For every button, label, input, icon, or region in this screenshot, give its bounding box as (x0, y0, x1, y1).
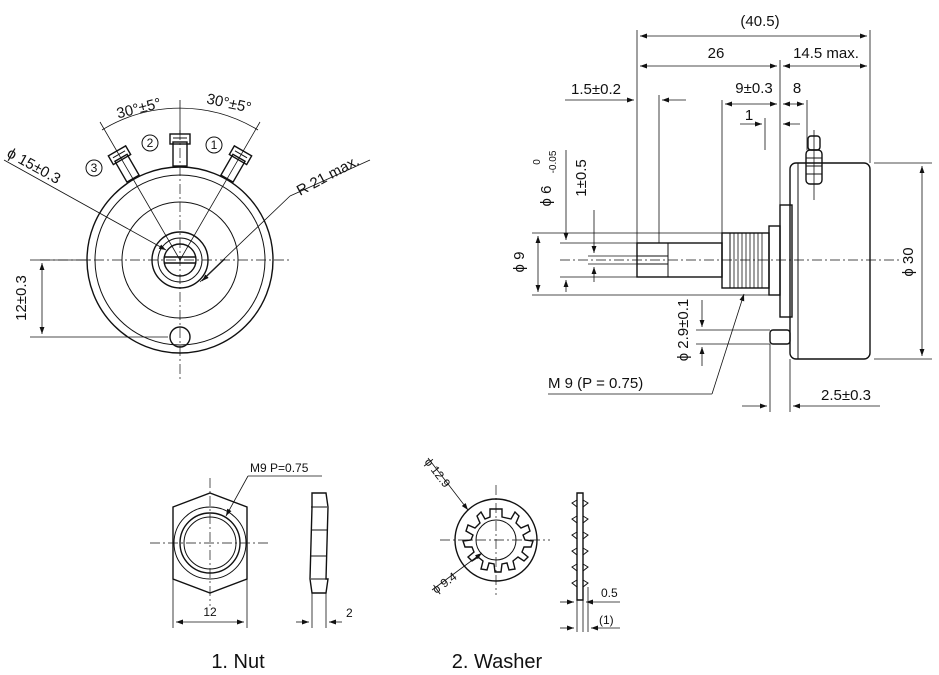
slot-depth-label: 1±0.5 (573, 159, 590, 196)
washer-side (576, 492, 584, 601)
angle-ext-right (179, 121, 261, 261)
angle-left-label: 30°±5° (115, 95, 163, 122)
terminal-3-badge (85, 159, 103, 177)
front-shaft (163, 243, 197, 277)
angle-right-label: 30°±5° (205, 91, 253, 117)
terminal-1-label: 1 (211, 138, 218, 152)
flange (768, 225, 781, 296)
shaft-length-label: 26 (708, 45, 725, 62)
front-bushing (151, 231, 209, 289)
washer-inner (475, 519, 517, 561)
front-body-circle (121, 201, 239, 319)
nut-width-label: 12 (203, 605, 217, 619)
nut-bore (179, 512, 241, 574)
hole-offset-label: 12±0.3 (13, 275, 30, 321)
dia15-leader (3, 159, 167, 251)
washer-thickness-label: 0.5 (601, 586, 618, 600)
washer-outer (454, 498, 538, 582)
body-length-label: 14.5 max. (793, 45, 859, 62)
stop-pin (769, 329, 791, 345)
slot-width-label: 1.5±0.2 (571, 81, 621, 98)
side-view: (40.5) 26 14.5 max. 1.5±0.2 9±0.3 8 1 ϕ … (511, 13, 932, 412)
shaft-tol-lower: -0.05 (548, 150, 559, 173)
washer-inner-leader (431, 552, 483, 591)
nut-thread-leader (225, 475, 249, 517)
nut-caption: 1. Nut (211, 651, 265, 673)
bushing-dia-label: ϕ 9 (511, 252, 528, 273)
front-thread (157, 237, 203, 283)
nut-view: M9 P=0.75 12 2 1. Nut (150, 461, 353, 673)
terminal-2 (169, 133, 191, 167)
r21-arrow (201, 258, 226, 282)
angle-ext-left (99, 121, 181, 261)
dia15-label: ϕ 15±0.3 (4, 145, 63, 188)
front-inner-rim (94, 174, 266, 346)
shoulder-label: 1 (745, 107, 753, 124)
shaft-tol-upper: 0 (532, 159, 543, 165)
housing (789, 162, 871, 360)
body-depth-label: 8 (793, 80, 801, 97)
thread-leader (711, 293, 745, 395)
nut-side (309, 492, 329, 594)
washer-outer-leader (427, 457, 469, 511)
r21-shelf (289, 159, 371, 197)
nut-thread-label: M9 P=0.75 (250, 461, 309, 475)
washer-view: ϕ 12.9 ϕ 9.4 0.5 (1) 2. Washer (422, 455, 620, 673)
mount-plate (779, 204, 793, 318)
washer-teeth (462, 508, 534, 573)
thread-spec-label: M 9 (P = 0.75) (548, 375, 643, 392)
nut-chamfer-circle (173, 506, 247, 580)
washer-caption: 2. Washer (452, 651, 543, 673)
bushing-length-label: 9±0.3 (735, 80, 772, 97)
terminal-2-label: 2 (147, 136, 154, 150)
washer-side-teeth-left (571, 499, 578, 588)
shaft-dia-label: ϕ 6 (538, 186, 555, 207)
front-stop-hole (169, 326, 191, 348)
terminal-2-badge (141, 134, 159, 152)
pin-offset-label: 2.5±0.3 (821, 387, 871, 404)
r21-leader (199, 195, 291, 283)
nut-thickness-label: 2 (346, 606, 353, 620)
washer-side-teeth (582, 499, 589, 588)
nut-thread (183, 516, 237, 570)
washer-height-label: (1) (599, 613, 614, 627)
terminal-1-badge (205, 136, 223, 154)
pin-dia-label: ϕ 2.9±0.1 (675, 299, 692, 362)
terminal-3-label: 3 (91, 161, 98, 175)
front-view: 3 2 1 30°±5° 30°±5° ϕ 15±0.3 R 21 max. 1… (3, 91, 371, 380)
r21-label: R 21 max. (294, 152, 362, 199)
overall-length-label: (40.5) (740, 13, 779, 30)
housing-dia-label: ϕ 30 (900, 247, 917, 276)
